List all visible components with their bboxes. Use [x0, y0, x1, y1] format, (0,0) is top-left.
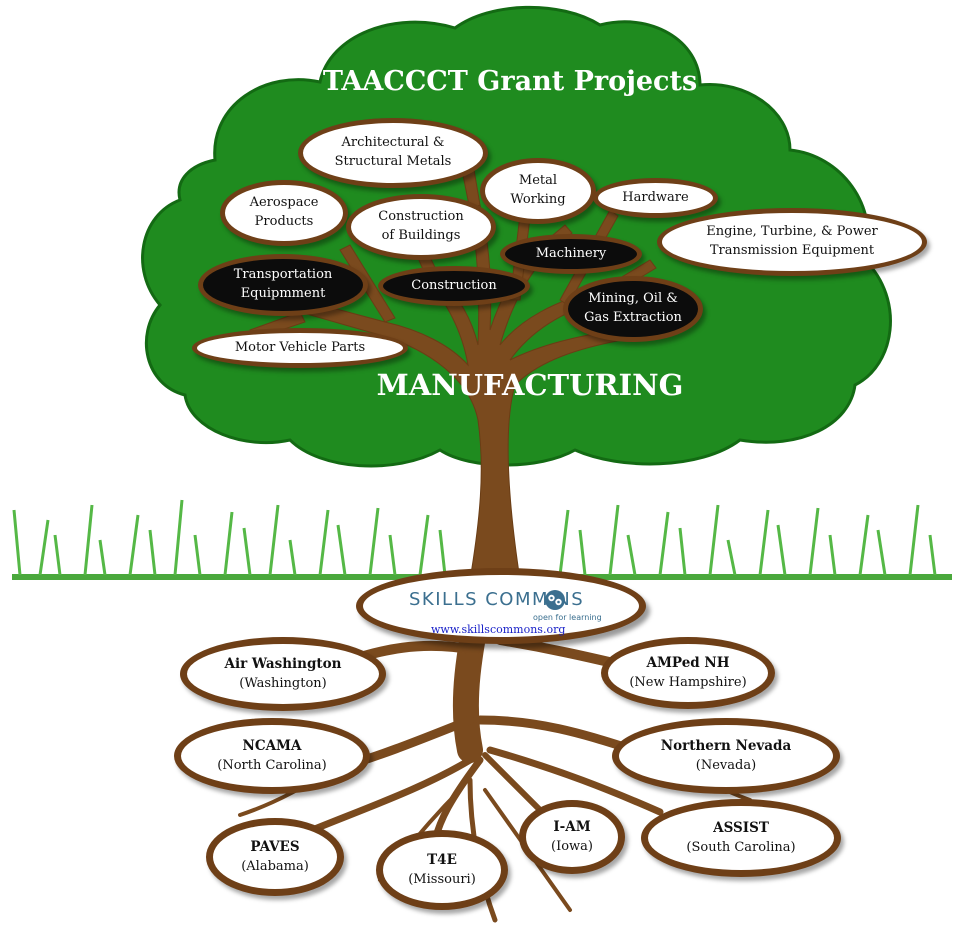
skills-commons-logo: SKILLS COMM NS open for learning www.ski… [356, 568, 646, 644]
root-state: (South Carolina) [686, 840, 796, 856]
diagram-subtitle: MANUFACTURING [376, 368, 684, 402]
root-state: (North Carolina) [217, 758, 327, 774]
branch-machinery: Machinery [500, 234, 642, 274]
branch-construction: Construction [378, 266, 530, 306]
branch-architectural-metals: Architectural &Structural Metals [298, 118, 488, 188]
root-paves: PAVES (Alabama) [206, 818, 344, 896]
root-name: AMPed NH [646, 655, 730, 672]
root-name: ASSIST [713, 820, 769, 837]
root-ncama: NCAMA (North Carolina) [174, 718, 370, 794]
root-amped-nh: AMPed NH (New Hampshire) [601, 637, 775, 709]
root-assist: ASSIST (South Carolina) [641, 799, 841, 877]
branch-label: Motor Vehicle Parts [234, 339, 366, 355]
branch-label: Machinery [535, 245, 607, 261]
root-state: (Alabama) [241, 859, 309, 875]
logo-tagline: open for learning [533, 613, 602, 622]
branch-label: Mining, Oil &Gas Extraction [584, 291, 682, 325]
root-name: I-AM [553, 819, 591, 836]
root-name: Northern Nevada [660, 738, 792, 755]
branch-mining-oil-gas: Mining, Oil &Gas Extraction [563, 276, 703, 342]
root-air-washington: Air Washington (Washington) [180, 637, 386, 711]
root-i-am: I-AM (Iowa) [519, 800, 625, 874]
root-state: (Iowa) [551, 839, 593, 855]
root-state: (Nevada) [695, 758, 757, 774]
root-state: (New Hampshire) [629, 675, 747, 691]
gear-icon [545, 590, 565, 610]
root-state: (Missouri) [408, 872, 476, 888]
branch-hardware: Hardware [593, 178, 718, 218]
branch-label: Architectural &Structural Metals [334, 135, 452, 169]
diagram-title: TAACCCT Grant Projects [322, 66, 698, 97]
branch-motor-vehicle-parts: Motor Vehicle Parts [192, 328, 408, 368]
root-name: PAVES [250, 839, 300, 856]
branch-label: Construction [411, 277, 497, 293]
branch-label: Hardware [622, 189, 689, 205]
logo-wordmark: SKILLS COMM NS [409, 589, 585, 610]
root-name: T4E [427, 852, 457, 869]
root-name: Air Washington [224, 656, 342, 673]
root-state: (Washington) [239, 676, 327, 692]
root-name: NCAMA [242, 738, 302, 755]
logo-url-link[interactable]: www.skillscommons.org [431, 623, 566, 636]
root-northern-nevada: Northern Nevada (Nevada) [612, 718, 840, 794]
root-t4e: T4E (Missouri) [376, 830, 508, 910]
